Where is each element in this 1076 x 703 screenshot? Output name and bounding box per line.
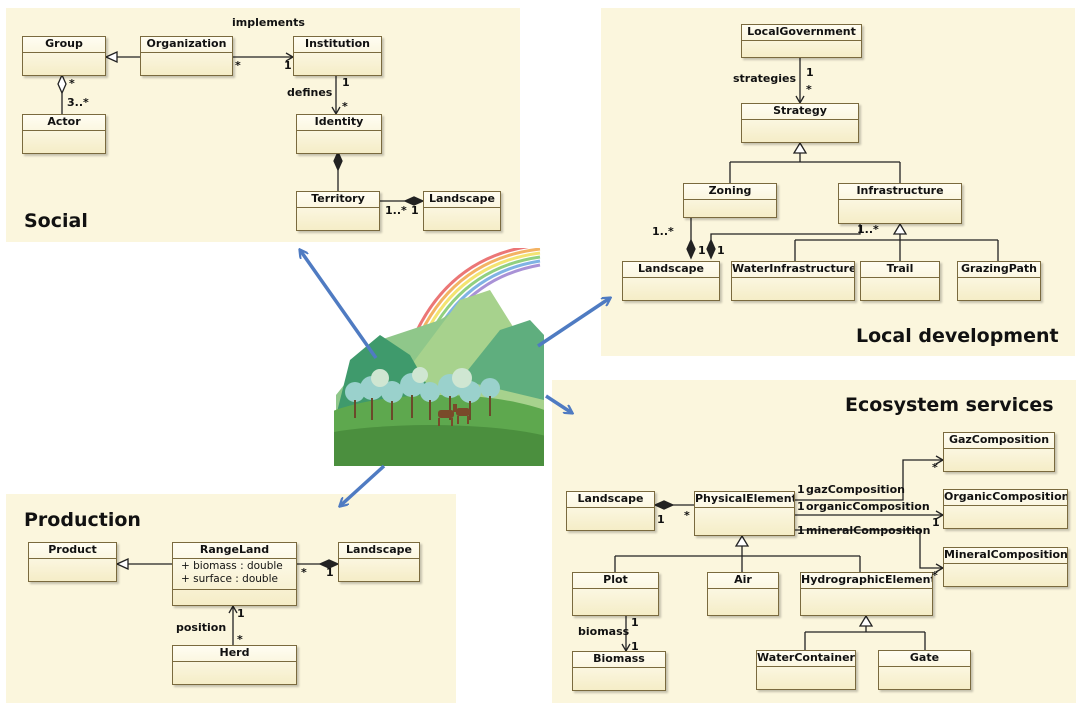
label-gaz-composition: gazComposition (806, 483, 905, 496)
class-water-infrastructure[interactable]: WaterInfrastructure (731, 261, 855, 301)
ecosystem-services-title: Ecosystem services (845, 394, 1054, 416)
mult-landscape-one-a: 1 (698, 244, 706, 257)
mult-landscape-one-b: 1 (717, 244, 725, 257)
class-rangeland[interactable]: RangeLand + biomass : double + surface :… (172, 542, 297, 606)
class-identity[interactable]: Identity (296, 114, 382, 154)
class-hydrographic-element[interactable]: HydrographicElement (800, 572, 933, 616)
class-gate[interactable]: Gate (878, 650, 971, 690)
mult-inst-defines-one: 1 (342, 76, 350, 89)
class-herd[interactable]: Herd (172, 645, 297, 685)
class-landscape-eco[interactable]: Landscape (566, 491, 655, 531)
class-organization[interactable]: Organization (140, 36, 233, 76)
local-development-title: Local development (856, 325, 1059, 347)
attr-surface: + surface : double (181, 573, 278, 585)
class-trail[interactable]: Trail (860, 261, 940, 301)
mult-strategy-many: * (806, 83, 812, 96)
class-gaz-composition[interactable]: GazComposition (943, 432, 1055, 472)
mult-herd-position-one: 1 (237, 607, 245, 620)
arrow-to-local-development (537, 298, 610, 348)
class-group[interactable]: Group (22, 36, 106, 76)
mult-prod-landscape-one: 1 (326, 566, 334, 579)
class-landscape-local[interactable]: Landscape (622, 261, 720, 301)
mult-gaz-many: * (932, 461, 938, 474)
class-grazing-path[interactable]: GrazingPath (957, 261, 1041, 301)
class-local-government[interactable]: LocalGovernment (741, 24, 862, 58)
label-biomass: biomass (578, 625, 630, 638)
class-strategy[interactable]: Strategy (741, 103, 859, 143)
mult-infra-onemany: 1..* (857, 223, 879, 236)
class-biomass[interactable]: Biomass (572, 651, 666, 691)
class-institution[interactable]: Institution (293, 36, 382, 76)
mult-plot-one: 1 (631, 616, 639, 629)
class-mineral-composition[interactable]: MineralComposition (943, 547, 1068, 587)
class-organic-composition[interactable]: OrganicComposition (943, 489, 1068, 529)
mult-zoning-onemany: 1..* (652, 225, 674, 238)
class-air[interactable]: Air (707, 572, 779, 616)
mult-organic-target-one: 1 (932, 516, 940, 529)
class-landscape-prod[interactable]: Landscape (338, 542, 420, 582)
mult-inst-one: 1 (284, 59, 292, 72)
label-position: position (176, 621, 227, 634)
mult-eco-landscape-one: 1 (657, 513, 665, 526)
mult-actor-three: 3..* (67, 96, 89, 109)
class-product[interactable]: Product (28, 542, 117, 582)
class-zoning[interactable]: Zoning (683, 183, 777, 218)
label-mineral-composition: mineralComposition (806, 524, 931, 537)
label-strategies: strategies (733, 72, 797, 85)
mult-physical-many: * (684, 509, 690, 522)
label-organic-composition: organicComposition (806, 500, 930, 513)
arrow-to-ecosystem-services (545, 394, 572, 413)
mult-mineral-many: * (932, 569, 938, 582)
mult-landscape-one: 1 (411, 204, 419, 217)
class-physical-element[interactable]: PhysicalElement (694, 491, 795, 536)
social-title: Social (24, 210, 88, 232)
class-plot[interactable]: Plot (572, 572, 659, 616)
class-water-container[interactable]: WaterContainer (756, 650, 856, 690)
mult-org-many: * (235, 59, 241, 72)
mult-gaz-one: 1 (797, 483, 805, 496)
mult-group-many: * (69, 77, 75, 90)
mult-territory-onemany: 1..* (385, 204, 407, 217)
label-defines: defines (287, 86, 333, 99)
arrow-to-production (340, 464, 386, 506)
label-implements: implements (232, 16, 305, 29)
mult-herd-many: * (237, 633, 243, 646)
mult-organic-one: 1 (797, 500, 805, 513)
arrow-to-social (300, 250, 378, 360)
class-territory[interactable]: Territory (296, 191, 380, 231)
mult-identity-many: * (342, 100, 348, 113)
mult-rangeland-many: * (301, 566, 307, 579)
production-title: Production (24, 509, 141, 531)
mult-mineral-one: 1 (797, 524, 805, 537)
class-infrastructure[interactable]: Infrastructure (838, 183, 962, 224)
mult-biomass-one: 1 (631, 640, 639, 653)
class-actor[interactable]: Actor (22, 114, 106, 154)
class-landscape-social[interactable]: Landscape (423, 191, 501, 231)
attr-biomass: + biomass : double (181, 560, 283, 572)
mult-gov-one: 1 (806, 66, 814, 79)
